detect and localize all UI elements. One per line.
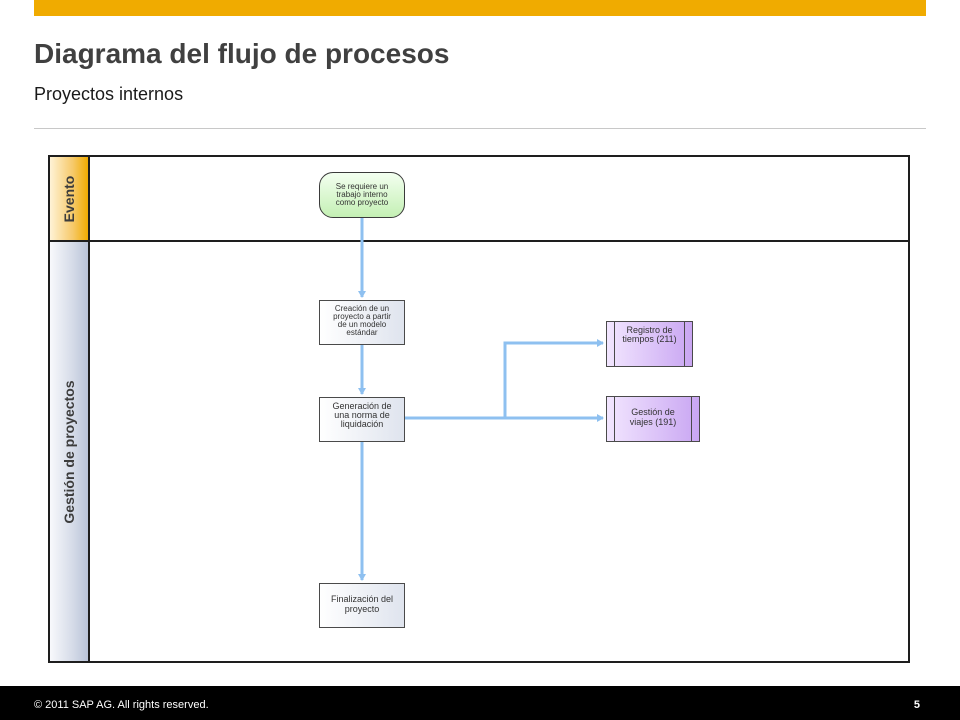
lane-evento-header: Evento	[50, 157, 90, 241]
lane-gestion-header: Gestión de proyectos	[50, 242, 90, 661]
start-event-node[interactable]: Se requiere un trabajo interno como proy…	[319, 172, 405, 218]
page-subtitle: Proyectos internos	[34, 84, 184, 104]
page-number: 5	[913, 699, 920, 711]
task-crear-proyecto[interactable]: Creación de un proyecto a partir de un m…	[319, 300, 405, 345]
page-title: Diagrama del flujo de procesos	[34, 38, 450, 69]
subprocess-registro-tiempos[interactable]: Registro de tiempos (211)	[606, 321, 693, 367]
top-accent-bar	[34, 0, 926, 16]
footer-bar	[0, 686, 960, 720]
lane-gestion-proyectos: Gestión de proyectos	[48, 240, 910, 663]
subprocess-gestion-viajes[interactable]: Gestión de viajes (191)	[606, 396, 700, 442]
lane-evento: Evento	[48, 155, 910, 243]
connector-generacion-to-registro	[503, 339, 604, 418]
task-generacion-norma[interactable]: Generación de una norma de liquidación	[319, 397, 405, 442]
title-divider	[34, 128, 926, 129]
task-finalizacion[interactable]: Finalización del proyecto	[319, 583, 405, 628]
copyright-text: © 2011 SAP AG. All rights reserved.	[34, 699, 209, 711]
